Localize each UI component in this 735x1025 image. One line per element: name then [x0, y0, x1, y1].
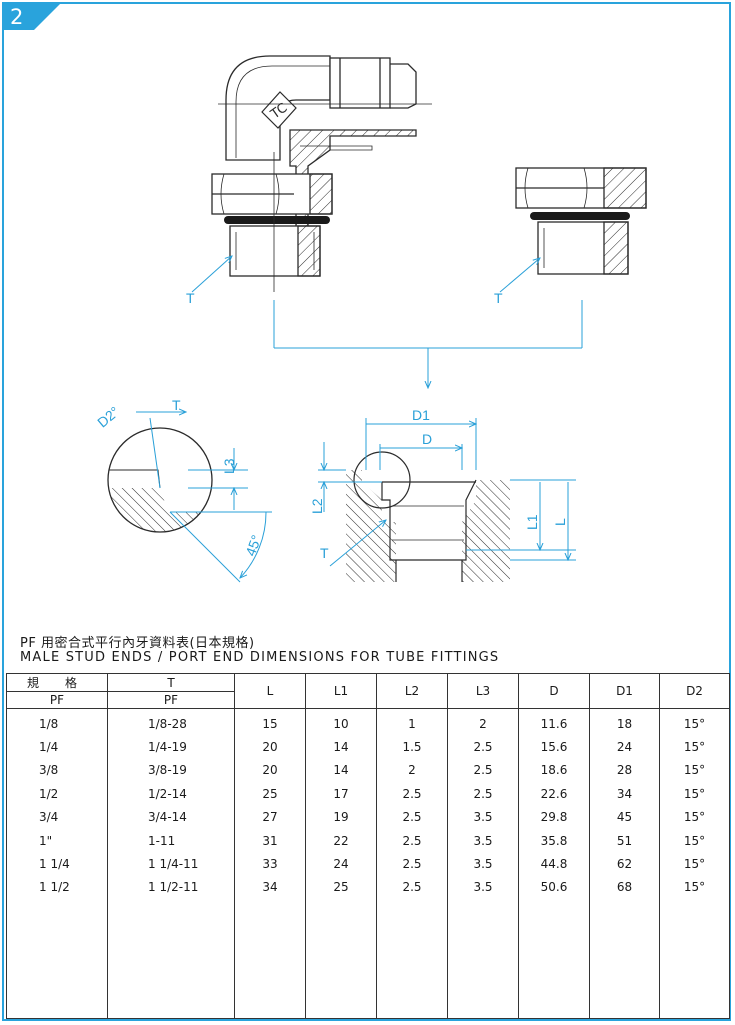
label-angle: 45°	[242, 533, 264, 558]
detail-view	[107, 412, 272, 583]
label-d: D	[422, 431, 432, 447]
page-number: 2	[10, 5, 24, 29]
header-size: 規格	[6, 673, 108, 692]
technical-drawing: TC T T	[94, 55, 647, 583]
page-number-tab	[2, 2, 62, 30]
label-t-detail: T	[172, 397, 181, 413]
tc-logo: TC	[261, 91, 297, 129]
header-thread-sub: PF	[107, 691, 235, 709]
header-size-sub: PF	[6, 691, 108, 709]
caption-chinese: PF 用密合式平行內牙資料表(日本規格)	[20, 636, 255, 651]
t-leaders-upper	[191, 256, 540, 293]
label-t-elbow: T	[186, 290, 195, 306]
header-l: L	[234, 673, 306, 709]
label-d1: D1	[412, 407, 430, 423]
port-section	[318, 418, 576, 582]
label-t-port: T	[320, 545, 329, 561]
caption-english: MALE STUD ENDS / PORT END DIMENSIONS FOR…	[20, 650, 500, 665]
elbow-fitting: TC	[211, 55, 417, 277]
header-l1: L1	[305, 673, 377, 709]
header-d2: D2	[659, 673, 730, 709]
header-l3: L3	[447, 673, 519, 709]
label-l: L	[552, 518, 568, 526]
elbow-centerlines	[218, 103, 432, 292]
label-d2: D2°	[94, 403, 122, 430]
header-d: D	[518, 673, 590, 709]
header-d1: D1	[589, 673, 660, 709]
header-thread: T	[107, 673, 235, 692]
label-t-plug: T	[494, 290, 503, 306]
reference-bracket	[273, 300, 583, 388]
page-tab-shape	[2, 2, 62, 30]
label-l1: L1	[524, 514, 540, 530]
plug-fitting	[515, 167, 647, 275]
table-filler-row	[6, 899, 730, 1020]
label-l3: L3	[221, 458, 237, 474]
label-l2: L2	[309, 498, 325, 514]
header-l2: L2	[376, 673, 448, 709]
